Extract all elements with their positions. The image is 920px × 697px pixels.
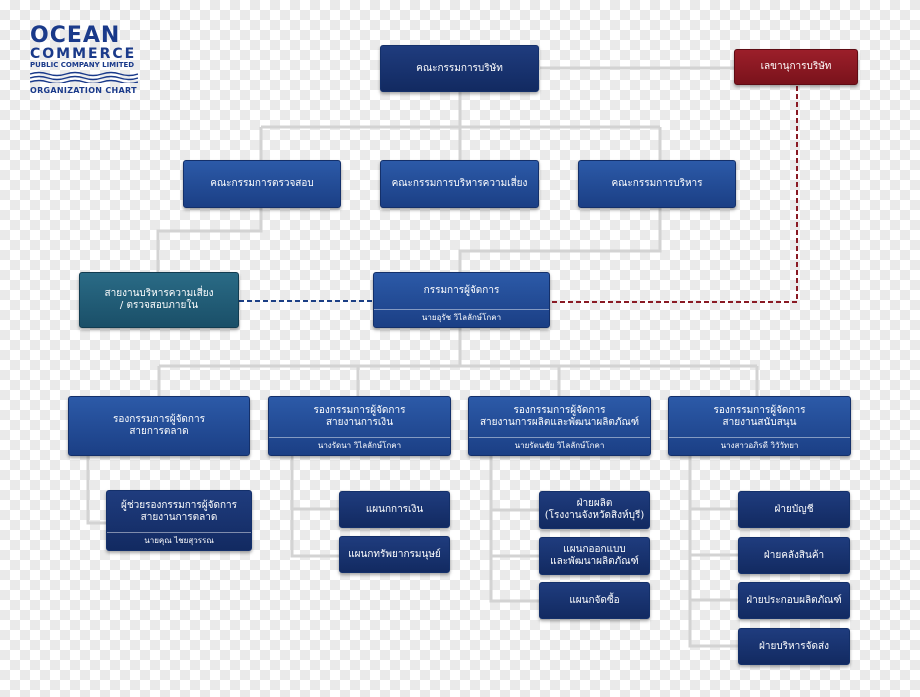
node-risk-internal-audit-line1: สายงานบริหารความเสี่ยง: [104, 288, 214, 299]
node-dmd-support-person: นางสาวอภิรดี วิวัวัทยา: [669, 437, 850, 455]
node-asst-marketing-line2: สายงานการตลาด: [140, 511, 218, 523]
connector-audit-down: [156, 208, 263, 272]
logo-brand-ocean: OCEAN: [30, 23, 121, 48]
node-design-dept-line2: และพัฒนาผลิตภัณฑ์: [550, 556, 639, 567]
node-dmd-production[interactable]: รองกรรมการผู้จัดการ สายงานการผลิตและพัฒน…: [468, 396, 651, 456]
node-board-label: คณะกรรมการบริษัท: [416, 62, 503, 74]
node-dmd-production-line2: สายงานการผลิตและพัฒนาผลิตภัณฑ์: [479, 417, 640, 428]
node-asst-marketing[interactable]: ผู้ช่วยรองกรรมการผู้จัดการ สายงานการตลาด…: [106, 490, 252, 551]
node-finance-dept[interactable]: แผนกการเงิน: [339, 491, 450, 528]
logo-tagline: PUBLIC COMPANY LIMITED: [30, 61, 135, 69]
connector-finance-sub: [290, 456, 340, 558]
connector-production-sub: [489, 456, 540, 603]
node-assembly-div-label: ฝ่ายประกอบผลิตภัณฑ์: [746, 594, 842, 606]
logo-waves-icon: [30, 71, 138, 83]
node-asst-marketing-title: ผู้ช่วยรองกรรมการผู้จัดการ สายงานการตลาด: [117, 491, 241, 532]
node-asst-marketing-person: นายคุณ ไชยสุวรรณ: [107, 532, 251, 550]
node-asst-marketing-line1: ผู้ช่วยรองกรรมการผู้จัดการ: [120, 499, 238, 511]
node-dmd-marketing-line1: รองกรรมการผู้จัดการ: [113, 414, 205, 425]
node-production-div[interactable]: ฝ่ายผลิต (โรงงานจังหวัดสิงห์บุรี): [539, 491, 650, 529]
node-risk-committee[interactable]: คณะกรรมการบริหารความเสี่ยง: [380, 160, 539, 208]
node-accounting-div-label: ฝ่ายบัญชี: [774, 503, 814, 515]
node-production-div-line1: ฝ่ายผลิต: [576, 498, 613, 509]
node-dmd-production-person: นายรัตนชัย วิไลลักษ์โกคา: [469, 437, 650, 455]
node-dmd-support-line2: สายงานสนับสนุน: [722, 417, 797, 428]
node-risk-committee-label: คณะกรรมการบริหารความเสี่ยง: [391, 178, 528, 189]
node-executive-committee[interactable]: คณะกรรมการบริหาร: [578, 160, 736, 208]
node-production-div-line2: (โรงงานจังหวัดสิงห์บุรี): [544, 510, 645, 521]
node-hr-dept-label: แผนกทรัพยากรมนุษย์: [348, 548, 441, 560]
node-finance-dept-label: แผนกการเงิน: [365, 503, 424, 515]
node-purchasing-dept-label: แผนกจัดซื้อ: [569, 594, 620, 606]
dashed-red-connector: [551, 86, 798, 303]
logo-brand-commerce: COMMERCE: [30, 46, 137, 62]
node-dmd-marketing[interactable]: รองกรรมการผู้จัดการ สายการตลาด: [68, 396, 250, 456]
node-dmd-finance-line2: สายงานการเงิน: [325, 417, 394, 428]
node-dmd-support-line1: รองกรรมการผู้จัดการ: [713, 405, 806, 416]
node-assembly-div[interactable]: ฝ่ายประกอบผลิตภัณฑ์: [738, 582, 850, 619]
node-design-dept-line1: แผนกออกแบบ: [563, 544, 626, 555]
node-risk-internal-audit-line2: / ตรวจสอบภายใน: [119, 300, 199, 311]
node-dmd-support[interactable]: รองกรรมการผู้จัดการ สายงานสนับสนุน นางสา…: [668, 396, 851, 456]
node-hr-dept[interactable]: แผนกทรัพยากรมนุษย์: [339, 536, 450, 573]
node-secretary-label: เลขานุการบริษัท: [760, 61, 832, 72]
node-distribution-div[interactable]: ฝ่ายบริหารจัดส่ง: [738, 628, 850, 665]
node-dmd-finance-line1: รองกรรมการผู้จัดการ: [313, 405, 406, 416]
node-audit-committee[interactable]: คณะกรรมการตรวจสอบ: [183, 160, 341, 208]
node-dmd-finance[interactable]: รองกรรมการผู้จัดการ สายงานการเงิน นางรัด…: [268, 396, 451, 456]
node-dmd-finance-title: รองกรรมการผู้จัดการ สายงานการเงิน: [310, 397, 410, 437]
node-dmd-production-line1: รองกรรมการผู้จัดการ: [513, 405, 606, 416]
node-dmd-finance-person: นางรัดนา วิไลลักษ์โกคา: [269, 437, 450, 455]
node-managing-director-person: นายอุรัช วิไลลักษ์โกคา: [374, 309, 549, 327]
node-warehouse-div[interactable]: ฝ่ายคลังสินค้า: [738, 537, 850, 574]
node-audit-committee-label: คณะกรรมการตรวจสอบ: [210, 178, 314, 189]
node-dmd-production-title: รองกรรมการผู้จัดการ สายงานการผลิตและพัฒน…: [476, 397, 643, 437]
node-design-dept[interactable]: แผนกออกแบบ และพัฒนาผลิตภัณฑ์: [539, 537, 650, 575]
node-risk-internal-audit[interactable]: สายงานบริหารความเสี่ยง / ตรวจสอบภายใน: [79, 272, 239, 328]
company-logo: OCEAN COMMERCE PUBLIC COMPANY LIMITED OR…: [30, 25, 142, 95]
node-warehouse-div-label: ฝ่ายคลังสินค้า: [763, 549, 825, 561]
node-distribution-div-label: ฝ่ายบริหารจัดส่ง: [759, 640, 829, 652]
node-managing-director[interactable]: กรรมการผู้จัดการ นายอุรัช วิไลลักษ์โกคา: [373, 272, 550, 328]
logo-chart-label: ORGANIZATION CHART: [30, 86, 137, 95]
node-executive-committee-label: คณะกรรมการบริหาร: [611, 178, 703, 189]
node-managing-director-title: กรรมการผู้จัดการ: [423, 285, 500, 296]
node-dmd-marketing-line2: สายการตลาด: [129, 426, 189, 437]
connector-marketing-sub: [86, 456, 107, 525]
node-board[interactable]: คณะกรรมการบริษัท: [380, 45, 539, 92]
connector-support-sub: [688, 456, 739, 648]
node-secretary[interactable]: เลขานุการบริษัท: [734, 49, 858, 85]
connector-exec-down: [458, 208, 662, 272]
node-accounting-div[interactable]: ฝ่ายบัญชี: [738, 491, 850, 528]
node-dmd-support-title: รองกรรมการผู้จัดการ สายงานสนับสนุน: [710, 397, 810, 437]
node-purchasing-dept[interactable]: แผนกจัดซื้อ: [539, 582, 650, 619]
